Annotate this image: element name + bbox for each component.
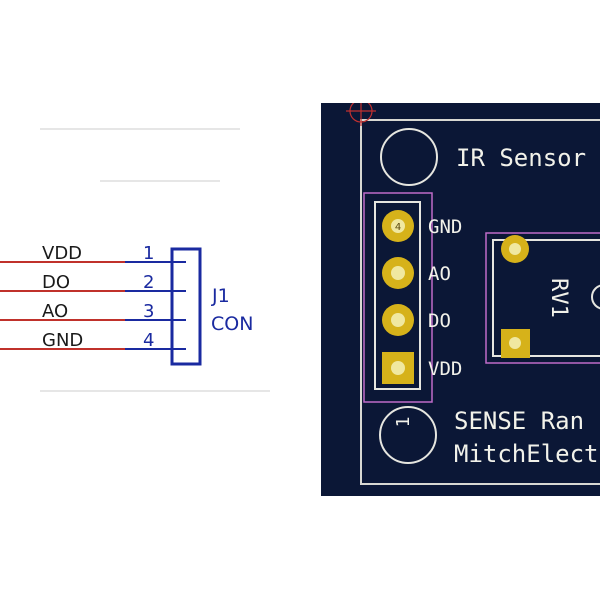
pad-ao[interactable] [382,257,414,289]
pad-label-gnd: GND [428,216,462,238]
pin-number-1: 1 [143,243,154,264]
pad-label-vdd: VDD [428,358,462,380]
pcb-title: IR Sensor [456,144,586,172]
schematic-view: VDD DO AO GND 1 2 3 4 J1 CON [0,128,270,392]
pin-number-2: 2 [143,272,154,293]
pad-mark-text: 4 [395,222,401,233]
footer-line-2: MitchElect [454,440,599,468]
schematic-grid-dots [40,128,270,392]
connector-value: CON [211,313,253,335]
potentiometer-pad-right[interactable] [591,284,600,310]
mounting-hole-top[interactable] [380,128,438,186]
connector-silk-outline [374,201,421,390]
board-outline [360,119,600,485]
pin-number-3: 3 [143,301,154,322]
potentiometer-silk-outline [492,239,600,357]
pad-do[interactable] [382,304,414,336]
pad-vdd[interactable] [382,352,414,384]
mounting-hole-bottom[interactable] [379,406,437,464]
connector-symbol-j1[interactable] [170,247,202,366]
pin1-marker-text: 1 [393,417,414,428]
pad-label-ao: AO [428,263,451,285]
connector-pins [125,261,186,350]
pcb-view: 1 IR Sensor [321,103,600,496]
origin-marker-icon [346,103,376,126]
potentiometer-reference: RV1 [546,278,571,318]
net-label-do: DO [42,272,70,293]
connector-reference: J1 [211,285,230,307]
net-label-gnd: GND [42,330,83,351]
potentiometer-courtyard [485,232,600,364]
potentiometer-pad-bottom[interactable] [501,329,530,358]
pin-number-4: 4 [143,330,154,351]
pad-gnd[interactable] [382,210,414,242]
net-label-ao: AO [42,301,68,322]
pad-label-do: DO [428,310,451,332]
footer-line-1: SENSE Ran [454,407,584,435]
pcb-board [321,103,600,496]
potentiometer-pad-top[interactable] [501,235,529,263]
net-label-vdd: VDD [42,243,82,264]
connector-courtyard [363,192,433,403]
